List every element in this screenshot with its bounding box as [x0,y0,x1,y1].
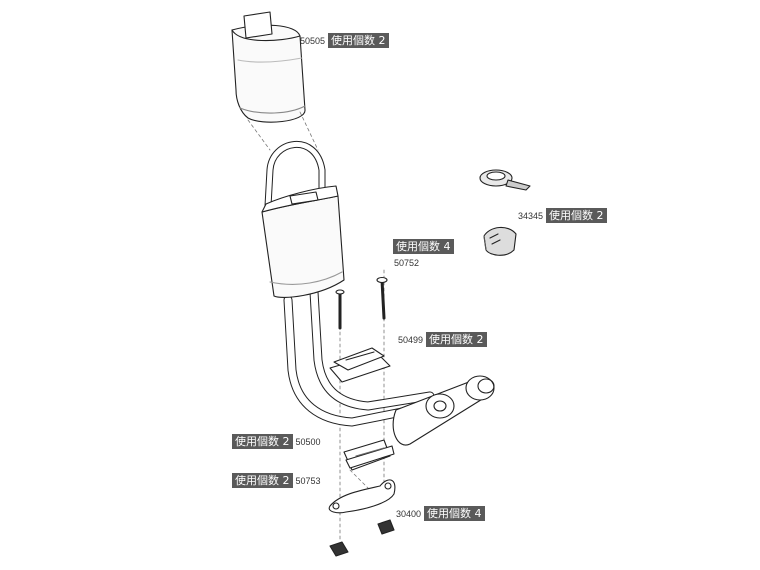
quantity-badge: 使用個数 4 [424,506,485,521]
quantity-badge: 使用個数 2 [328,33,389,48]
part-label-30400: 30400 使用個数 4 [396,506,485,521]
lower-clamp-drawing [343,439,395,471]
quantity-badge: 使用個数 4 [393,239,454,254]
quantity-badge: 使用個数 2 [546,208,607,223]
part-number: 50499 [398,334,424,345]
knob-drawing [479,169,531,191]
bolt-drawings [335,276,388,330]
bracket-drawing [328,479,396,514]
nut-drawings [329,519,395,557]
part-label-34345: 34345 使用個数 2 [518,208,607,223]
part-number: 50753 [295,475,321,486]
quantity-badge: 使用個数 2 [426,332,487,347]
part-number: 30400 [396,508,422,519]
part-number: 50505 [300,35,326,46]
part-number: 34345 [518,210,544,221]
part-label-50505: 50505 使用個数 2 [300,33,389,48]
end-cap-drawing [483,226,517,256]
part-number-50752: 50752 [394,258,420,268]
top-pad-drawing [231,11,306,123]
upper-clamp-drawing [329,347,391,383]
main-frame-drawing [261,140,495,446]
quantity-badge: 使用個数 2 [232,434,293,449]
part-number: 50500 [295,436,321,447]
part-label-50500: 使用個数 2 50500 [232,434,321,449]
part-label-50753: 使用個数 2 50753 [232,473,321,488]
part-label-50752-qty: 使用個数 4 [393,239,454,254]
quantity-badge: 使用個数 2 [232,473,293,488]
part-label-50499: 50499 使用個数 2 [398,332,487,347]
